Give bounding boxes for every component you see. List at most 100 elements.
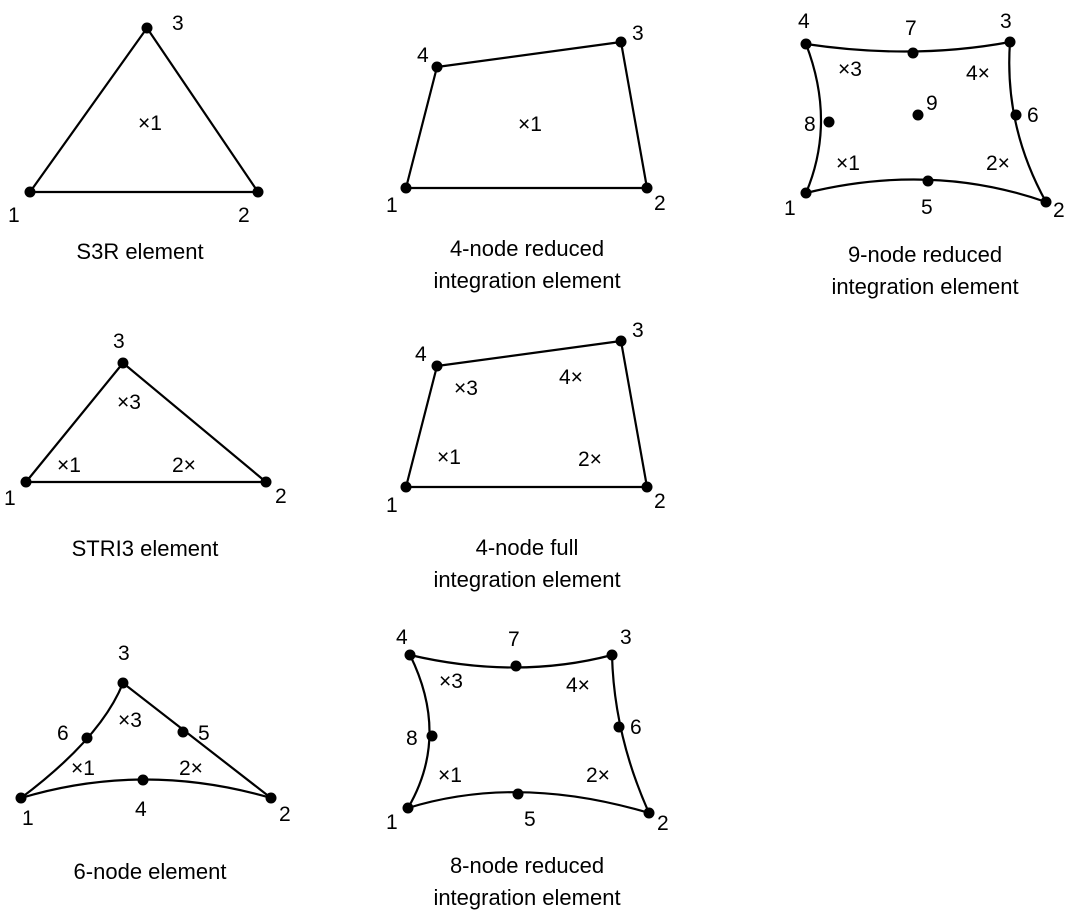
quad9-reduced-node-label-6: 6	[1027, 104, 1039, 127]
quad8-reduced-node-label-2: 2	[657, 812, 669, 835]
quad9-reduced-node-1	[800, 187, 812, 199]
quad8-reduced-element: 1 2 3 4 5 6 7 8 ×1 2× ×3 4× 8-node reduc…	[386, 626, 669, 910]
stri3-node-2	[260, 476, 272, 488]
quad4-full-ipoint-3: ×3	[454, 377, 478, 400]
tri6-node-3	[117, 677, 129, 689]
quad4-reduced-caption-line-1: 4-node reduced	[450, 236, 604, 261]
quad8-reduced-node-label-5: 5	[524, 808, 536, 831]
quad8-reduced-node-5	[512, 788, 524, 800]
tri6-node-label-6: 6	[57, 722, 69, 745]
quad4-full-caption-line-1: 4-node full	[476, 535, 579, 560]
stri3-outline	[24, 361, 268, 484]
quad9-reduced-node-label-5: 5	[921, 196, 933, 219]
quad9-reduced-ipoint-3: ×3	[838, 58, 862, 81]
quad9-reduced-node-label-1: 1	[784, 197, 796, 220]
quad9-reduced-node-7	[907, 47, 919, 59]
quad9-reduced-ipoint-1: ×1	[836, 152, 860, 175]
quad9-reduced-caption-line-2: integration element	[831, 274, 1018, 299]
quad9-reduced-node-4	[800, 38, 812, 50]
quad8-reduced-node-2	[643, 807, 655, 819]
quad4-full-element: 1 2 3 4 ×1 2× ×3 4× 4-node full integrat…	[386, 319, 666, 592]
quad8-reduced-node-label-8: 8	[406, 727, 418, 750]
s3r-node-label-1: 1	[8, 204, 20, 227]
quad8-reduced-ipoint-4: 4×	[566, 674, 590, 697]
quad9-reduced-node-label-7: 7	[905, 17, 917, 40]
quad9-reduced-node-2	[1040, 196, 1052, 208]
stri3-element: 1 2 3 ×1 2× ×3 STRI3 element	[4, 330, 287, 561]
quad8-reduced-ipoint-1: ×1	[438, 764, 462, 787]
quad4-reduced-node-2	[641, 182, 653, 194]
stri3-ipoint-3: ×3	[117, 391, 141, 414]
quad4-reduced-node-3	[615, 36, 627, 48]
quad8-reduced-caption-line-1: 8-node reduced	[450, 853, 604, 878]
quad4-full-node-2	[641, 481, 653, 493]
quad8-reduced-node-1	[402, 802, 414, 814]
quad4-reduced-node-label-4: 4	[417, 44, 429, 67]
quad8-reduced-node-6	[613, 721, 625, 733]
quad8-reduced-node-8	[426, 730, 438, 742]
s3r-node-label-2: 2	[238, 204, 250, 227]
quad8-reduced-ipoint-3: ×3	[439, 670, 463, 693]
stri3-node-1	[20, 476, 32, 488]
quad8-reduced-node-label-3: 3	[620, 626, 632, 649]
quad9-reduced-node-6	[1010, 109, 1022, 121]
quad4-full-ipoint-1: ×1	[437, 446, 461, 469]
tri6-outline	[19, 681, 273, 800]
s3r-ipoint-1: ×1	[138, 112, 162, 135]
quad4-full-ipoint-4: 4×	[559, 366, 583, 389]
quad4-full-node-3	[615, 335, 627, 347]
quad8-reduced-node-label-6: 6	[630, 716, 642, 739]
quad4-full-caption-line-2: integration element	[433, 567, 620, 592]
quad4-reduced-node-label-3: 3	[632, 22, 644, 45]
s3r-node-label-3: 3	[172, 12, 184, 35]
s3r-node-1	[24, 186, 36, 198]
stri3-node-label-1: 1	[4, 487, 16, 510]
tri6-node-5	[177, 726, 189, 738]
quad8-reduced-node-label-7: 7	[508, 628, 520, 651]
quad9-reduced-caption-line-1: 9-node reduced	[848, 242, 1002, 267]
s3r-outline	[28, 26, 260, 194]
stri3-caption-line-1: STRI3 element	[72, 536, 219, 561]
quad4-full-node-1	[400, 481, 412, 493]
tri6-ipoint-3: ×3	[118, 709, 142, 732]
quad8-reduced-node-label-1: 1	[386, 811, 398, 834]
quad9-reduced-node-9	[912, 109, 924, 121]
tri6-caption-line-1: 6-node element	[74, 859, 227, 884]
s3r-node-2	[252, 186, 264, 198]
quad9-reduced-node-5	[922, 175, 934, 187]
tri6-ipoint-1: ×1	[71, 757, 95, 780]
tri6-node-6	[81, 732, 93, 744]
quad4-full-node-4	[431, 360, 443, 372]
stri3-ipoint-1: ×1	[57, 454, 81, 477]
quad9-reduced-node-label-3: 3	[1000, 10, 1012, 33]
quad9-reduced-ipoint-4: 4×	[966, 62, 990, 85]
tri6-node-label-1: 1	[22, 807, 34, 830]
stri3-node-3	[117, 357, 129, 369]
quad8-reduced-node-4	[404, 649, 416, 661]
quad8-reduced-ipoint-2: 2×	[586, 764, 610, 787]
tri6-node-1	[15, 792, 27, 804]
quad9-reduced-node-label-9: 9	[926, 92, 938, 115]
quad9-reduced-node-label-8: 8	[804, 113, 816, 136]
quad4-full-node-label-3: 3	[632, 319, 644, 342]
quad4-reduced-node-1	[400, 182, 412, 194]
quad8-reduced-node-label-4: 4	[396, 626, 408, 649]
stri3-ipoint-2: 2×	[172, 454, 196, 477]
quad4-full-node-label-1: 1	[386, 494, 398, 517]
quad9-reduced-node-3	[1004, 36, 1016, 48]
s3r-node-3	[141, 22, 153, 34]
quad4-reduced-node-label-1: 1	[386, 194, 398, 217]
quad8-reduced-node-3	[606, 649, 618, 661]
quad4-reduced-element: 1 2 3 4 ×1 4-node reduced integration el…	[386, 22, 666, 293]
quad8-reduced-caption-line-2: integration element	[433, 885, 620, 910]
quad4-reduced-caption-line-2: integration element	[433, 268, 620, 293]
quad4-full-ipoint-2: 2×	[578, 448, 602, 471]
stri3-node-label-3: 3	[113, 330, 125, 353]
quad9-reduced-node-label-4: 4	[798, 10, 810, 33]
tri6-node-label-5: 5	[198, 722, 210, 745]
stri3-node-label-2: 2	[275, 485, 287, 508]
tri6-ipoint-2: 2×	[179, 757, 203, 780]
quad4-reduced-node-4	[431, 61, 443, 73]
quad9-reduced-ipoint-2: 2×	[986, 152, 1010, 175]
